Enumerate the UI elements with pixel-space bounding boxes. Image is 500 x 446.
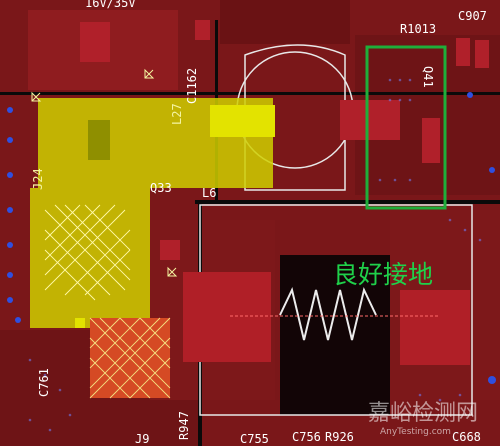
q33-pad-small <box>75 318 85 328</box>
pad-q33-right <box>160 240 180 260</box>
designator-q41: Q41 <box>421 66 435 88</box>
via <box>15 317 21 323</box>
inductor-zigzag <box>279 287 377 341</box>
j9-via-array <box>89 317 171 399</box>
marker <box>167 266 178 277</box>
via <box>7 272 13 278</box>
q33-via-array <box>44 204 131 301</box>
partial-top-label: 16V/35V <box>85 0 136 10</box>
inductor-region <box>280 255 390 415</box>
designator-r1013: R1013 <box>400 22 436 36</box>
via <box>488 376 496 384</box>
gap-h2 <box>195 200 500 204</box>
marker <box>31 91 42 102</box>
pad-inductor-left <box>183 272 271 362</box>
via <box>467 92 473 98</box>
marker <box>144 68 155 79</box>
via <box>7 172 13 178</box>
r1013-pad <box>456 38 470 66</box>
grounding-annotation: 良好接地 <box>333 260 433 289</box>
designator-l27: L27 <box>170 103 184 125</box>
j9-hatch <box>89 317 171 399</box>
designator-c761: C761 <box>37 368 51 397</box>
vias <box>7 92 496 384</box>
designator-j24: J24 <box>31 168 45 190</box>
via <box>7 107 13 113</box>
pad-top-left <box>80 22 110 62</box>
r1013-pad-2 <box>475 40 489 68</box>
via <box>7 207 13 213</box>
designator-c756: C756 <box>292 430 321 444</box>
l27-pad <box>88 120 110 160</box>
j9-hatch-b <box>89 317 171 399</box>
hatch-b <box>44 204 131 296</box>
highlight-region <box>30 98 275 328</box>
highlight-q33 <box>30 188 150 328</box>
via <box>7 137 13 143</box>
via-grid <box>28 78 482 432</box>
pad-inductor-right <box>400 290 470 365</box>
designator-l6: L6 <box>202 186 216 200</box>
designator-c668: C668 <box>452 430 481 444</box>
watermark-text: 嘉峪检测网 <box>368 401 478 426</box>
designator-j9: J9 <box>135 432 149 446</box>
test-point-markers <box>31 68 178 277</box>
designator-r926: R926 <box>325 430 354 444</box>
designator-c1162: C1162 <box>185 68 199 104</box>
q41-highlight-box <box>365 45 447 210</box>
watermark-subtext: AnyTesting.com <box>380 427 451 437</box>
pour-top-mid <box>220 0 350 44</box>
pad-small-top <box>195 20 210 40</box>
designator-c907: C907 <box>458 9 487 23</box>
via <box>489 167 495 173</box>
via <box>7 242 13 248</box>
designator-c755: C755 <box>240 432 269 446</box>
silkscreen-labels: 16V/35V C1162 L27 Q33 L6 J24 Q41 R1013 C… <box>31 0 487 446</box>
q41-pad-left <box>340 100 400 140</box>
via <box>7 297 13 303</box>
q41-pad-right <box>422 118 440 163</box>
designator-q33: Q33 <box>150 181 172 195</box>
designator-r947: R947 <box>177 411 191 440</box>
gap-h1 <box>0 92 500 95</box>
l27-pad-right <box>210 105 275 137</box>
pads <box>80 20 489 365</box>
